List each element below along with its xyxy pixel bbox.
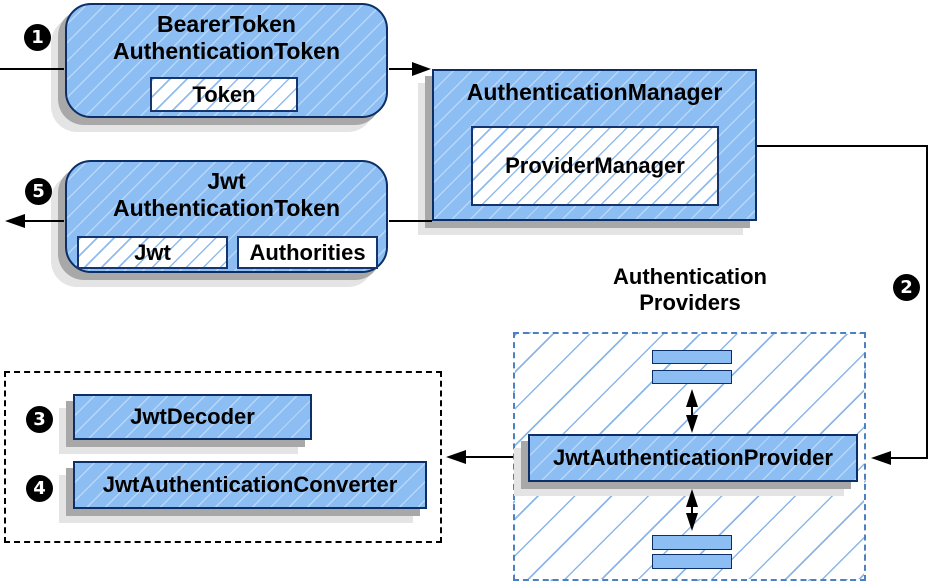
step-badge-1: 1 <box>24 24 51 51</box>
jwt-token-title-line2: AuthenticationToken <box>112 195 340 221</box>
jwt-token-title-line1: Jwt <box>207 168 246 194</box>
node-jwt-authentication-token: Jwt AuthenticationToken Jwt Authorities <box>65 160 388 273</box>
other-provider-bar <box>652 370 732 384</box>
step-badge-1-number: 1 <box>31 27 44 48</box>
jwt-decoder-label: JwtDecoder <box>130 404 255 429</box>
field-authorities-label: Authorities <box>249 239 366 265</box>
arrowhead-left-icon <box>5 214 25 228</box>
jwt-token-title: Jwt AuthenticationToken <box>67 168 386 222</box>
jwt-authentication-provider-label: JwtAuthenticationProvider <box>553 445 833 470</box>
step-badge-3: 3 <box>26 406 53 433</box>
other-provider-bar <box>652 535 732 550</box>
node-jwt-authentication-provider: JwtAuthenticationProvider <box>528 434 858 482</box>
arrow-jwt-token-out <box>5 214 64 228</box>
arrowhead-left-icon <box>446 450 466 464</box>
field-jwt: Jwt <box>77 236 228 269</box>
node-jwt-authentication-converter: JwtAuthenticationConverter <box>73 461 427 509</box>
field-token-label: Token <box>192 81 256 107</box>
field-jwt-label: Jwt <box>134 239 171 265</box>
arrowhead-right-icon <box>412 62 431 76</box>
step-badge-4-number: 4 <box>33 478 46 499</box>
bearer-token-title-line2: AuthenticationToken <box>112 38 340 64</box>
node-jwt-decoder: JwtDecoder <box>73 394 312 440</box>
node-bearer-token-authentication-token: BearerToken AuthenticationToken Token <box>65 3 388 118</box>
other-provider-bar <box>652 350 732 364</box>
step-badge-3-number: 3 <box>33 409 46 430</box>
authentication-manager-title: AuthenticationManager <box>466 79 723 105</box>
other-provider-bar <box>652 554 732 569</box>
bearer-token-title-line1: BearerToken <box>157 11 296 37</box>
arrow-provider-to-support-box <box>446 450 513 464</box>
authentication-providers-title-line1: Authentication <box>613 264 767 289</box>
node-authentication-manager: AuthenticationManager ProviderManager <box>432 69 757 221</box>
step-badge-4: 4 <box>26 475 53 502</box>
field-provider-manager: ProviderManager <box>471 126 719 206</box>
field-token: Token <box>150 77 298 112</box>
arrow-bearer-to-manager <box>389 62 431 76</box>
authentication-providers-title: Authentication Providers <box>555 264 825 316</box>
step-badge-5-number: 5 <box>32 181 45 202</box>
arrowhead-left-icon <box>871 451 891 465</box>
jwt-authentication-converter-label: JwtAuthenticationConverter <box>102 472 398 497</box>
step-badge-2-number: 2 <box>900 277 913 298</box>
step-badge-2: 2 <box>893 274 920 301</box>
authentication-providers-title-line2: Providers <box>639 290 741 315</box>
bearer-token-title: BearerToken AuthenticationToken <box>67 11 386 65</box>
step-badge-5: 5 <box>25 178 52 205</box>
field-provider-manager-label: ProviderManager <box>505 153 685 178</box>
jwt-support-group-box <box>4 371 442 543</box>
field-authorities: Authorities <box>237 236 378 269</box>
